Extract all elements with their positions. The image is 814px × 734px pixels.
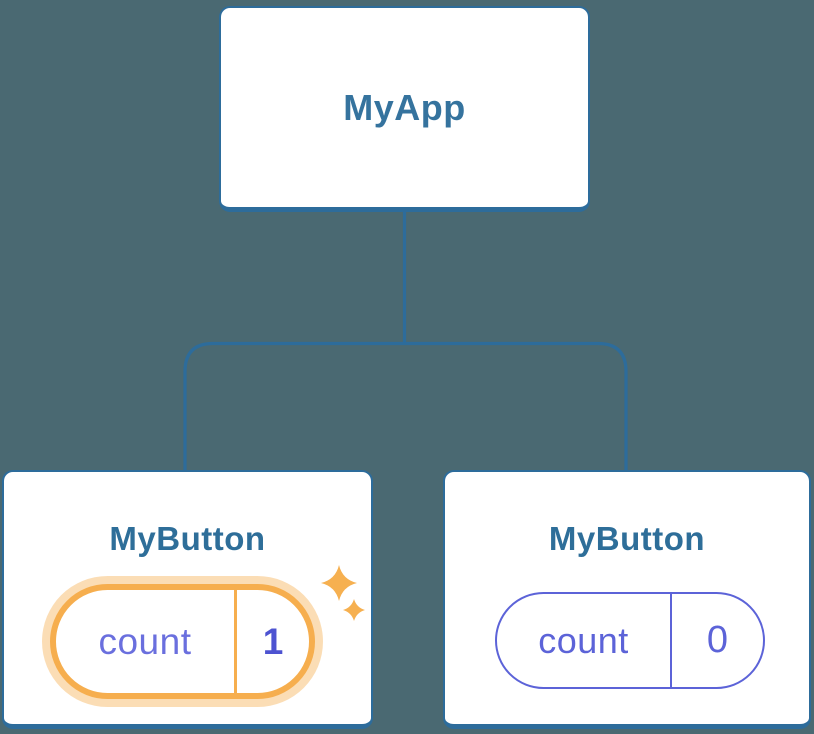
- state-key-label: count: [98, 620, 192, 662]
- sparkle-large: [321, 565, 357, 601]
- component-node-mybutton-default: MyButton count 0: [443, 470, 811, 729]
- pill-divider: [234, 590, 237, 693]
- state-pill-highlighted: count 1: [50, 584, 315, 699]
- component-node-myapp: MyApp: [219, 6, 590, 212]
- sparkle-small: [343, 599, 365, 621]
- connector-branch: [183, 341, 628, 470]
- component-label: MyApp: [343, 86, 466, 128]
- state-value: 1: [262, 620, 284, 662]
- pill-divider: [670, 594, 672, 687]
- state-value: 0: [706, 619, 729, 661]
- state-pill: count 0: [495, 592, 765, 689]
- state-key-label: count: [538, 619, 629, 661]
- component-label: MyButton: [109, 520, 266, 557]
- component-node-mybutton-updated: MyButton count 1: [2, 470, 373, 729]
- component-label: MyButton: [548, 520, 706, 557]
